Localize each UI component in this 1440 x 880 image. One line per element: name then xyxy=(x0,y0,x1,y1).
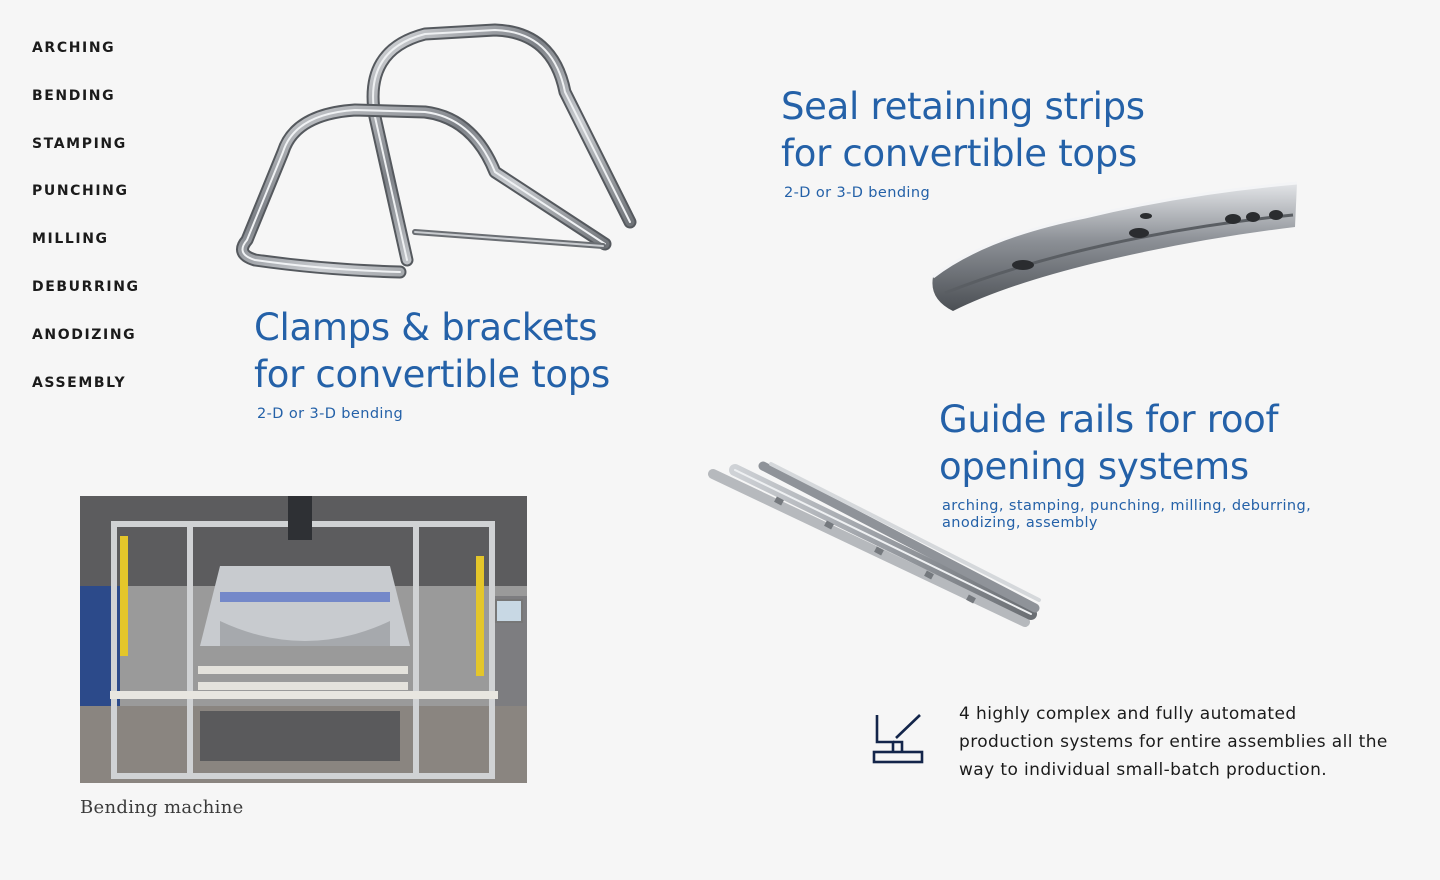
guide-heading: Guide rails for roof opening systems xyxy=(939,396,1279,490)
feature-description: 4 highly complex and fully automated pro… xyxy=(959,700,1409,784)
guide-title-line1: Guide rails for roof xyxy=(939,398,1279,441)
feature-text-line2: production systems for entire assemblies… xyxy=(959,732,1388,752)
feature-text-line3: way to individual small-batch production… xyxy=(959,760,1328,780)
clamps-heading: Clamps & brackets for convertible tops xyxy=(254,304,610,398)
guide-subtitle: arching, stamping, punching, milling, de… xyxy=(942,498,1311,532)
nav-item-bending[interactable]: BENDING xyxy=(32,87,116,104)
guide-subtitle-line2: anodizing, assembly xyxy=(942,515,1098,531)
nav-item-assembly[interactable]: ASSEMBLY xyxy=(32,374,127,391)
seal-subtitle: 2-D or 3-D bending xyxy=(784,185,931,201)
photo-caption: Bending machine xyxy=(80,797,244,818)
guide-subtitle-line1: arching, stamping, punching, milling, de… xyxy=(942,498,1312,514)
guide-rail-image xyxy=(708,461,1041,627)
machine-icon xyxy=(872,714,924,764)
nav-item-milling[interactable]: MILLING xyxy=(32,231,109,248)
process-nav: ARCHING BENDING STAMPING PUNCHING MILLIN… xyxy=(32,38,140,420)
bending-machine-photo xyxy=(80,496,527,783)
clamps-brackets-image xyxy=(236,23,637,279)
nav-item-anodizing[interactable]: ANODIZING xyxy=(32,326,137,343)
clamps-subtitle: 2-D or 3-D bending xyxy=(257,406,404,422)
seal-title-line2: for convertible tops xyxy=(781,132,1137,175)
guide-title-line2: opening systems xyxy=(939,445,1249,488)
seal-strip-image xyxy=(932,181,1298,311)
clamps-title-line1: Clamps & brackets xyxy=(254,306,598,349)
feature-text-line1: 4 highly complex and fully automated xyxy=(959,704,1297,724)
seal-title-line1: Seal retaining strips xyxy=(781,85,1145,128)
nav-item-stamping[interactable]: STAMPING xyxy=(32,135,127,152)
nav-item-punching[interactable]: PUNCHING xyxy=(32,183,129,200)
clamps-title-line2: for convertible tops xyxy=(254,353,610,396)
nav-item-arching[interactable]: ARCHING xyxy=(32,40,116,56)
seal-heading: Seal retaining strips for convertible to… xyxy=(781,83,1145,177)
nav-item-deburring[interactable]: DEBURRING xyxy=(32,278,140,295)
